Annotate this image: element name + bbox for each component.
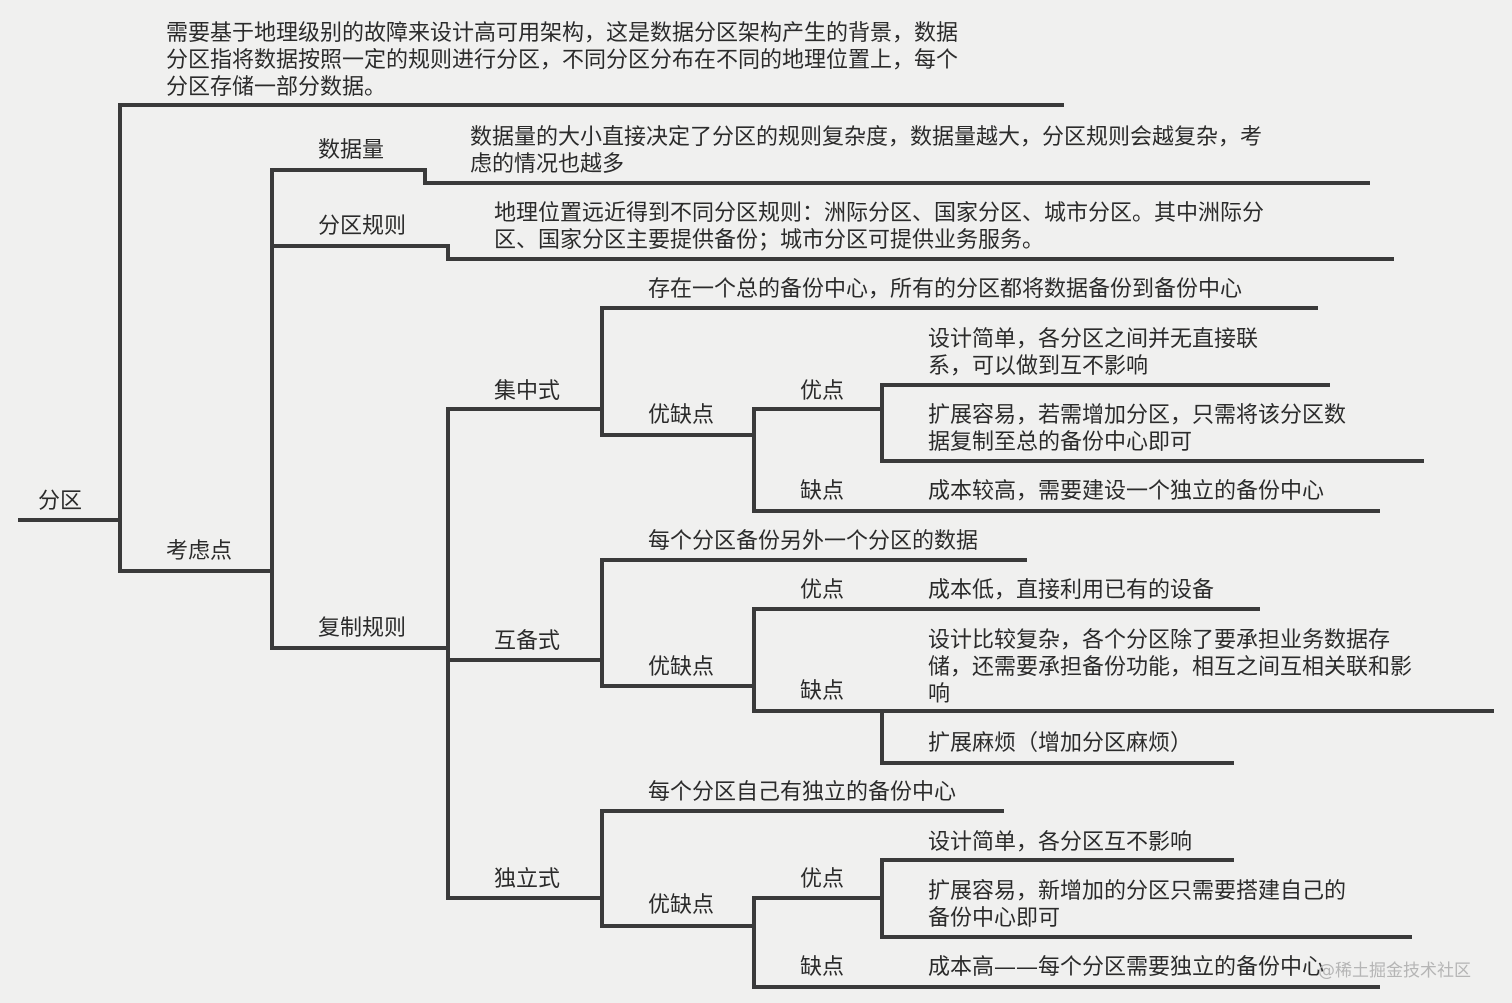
partition-rule-node: 分区规则 [318,214,407,239]
independent-desc: 每个分区自己有独立的备份中心 [648,780,957,805]
mutual-pros-node: 优点 [800,578,845,603]
intro-line-2: 分区指将数据按照一定的规则进行分区，不同分区分布在不同的地理位置上，每个 [166,48,959,73]
centralized-node: 集中式 [494,379,561,404]
centralized-cons-node: 缺点 [800,479,845,504]
partition-rule-note-2: 区、国家分区主要提供备份；城市分区可提供业务服务。 [494,228,1045,253]
centralized-pro-2-line-2: 据复制至总的备份中心即可 [928,430,1193,455]
mutual-desc: 每个分区备份另外一个分区的数据 [648,529,979,554]
centralized-pros-cons-node: 优缺点 [648,403,715,428]
intro-line-1: 需要基于地理级别的故障来设计高可用架构，这是数据分区架构产生的背景，数据 [166,21,959,46]
independent-cons-node: 缺点 [800,955,845,980]
centralized-desc: 存在一个总的备份中心，所有的分区都将数据备份到备份中心 [648,277,1243,302]
independent-pros-node: 优点 [800,867,845,892]
mutual-con-1-line-1: 设计比较复杂，各个分区除了要承担业务数据存 [928,628,1391,653]
watermark: @稀土掘金技术社区 [1318,961,1471,981]
mutual-node: 互备式 [494,629,561,654]
data-volume-node: 数据量 [318,138,385,163]
centralized-pro-2-line-1: 扩展容易，若需增加分区，只需将该分区数 [928,403,1347,428]
partition-rule-note-1: 地理位置远近得到不同分区规则：洲际分区、国家分区、城市分区。其中洲际分 [494,201,1265,226]
root-node: 分区 [38,489,83,514]
replication-rule-node: 复制规则 [318,616,407,641]
independent-pro-2-line-2: 备份中心即可 [928,906,1061,931]
centralized-pros-node: 优点 [800,379,845,404]
mutual-cons-node: 缺点 [800,679,845,704]
mutual-pros-cons-node: 优缺点 [648,655,715,680]
centralized-pro-1-line-1: 设计简单，各分区之间并无直接联 [928,327,1259,352]
mutual-con-1-line-3: 响 [928,682,951,707]
mutual-pro: 成本低，直接利用已有的设备 [928,578,1215,603]
mutual-con-1-line-2: 储，还需要承担备份功能，相互之间互相关联和影 [928,655,1413,680]
considerations-node: 考虑点 [166,539,233,564]
independent-con: 成本高——每个分区需要独立的备份中心 [928,955,1325,980]
data-volume-note-1: 数据量的大小直接决定了分区的规则复杂度，数据量越大，分区规则会越复杂，考 [470,125,1263,150]
independent-node: 独立式 [494,867,561,892]
centralized-pro-1-line-2: 系，可以做到互不影响 [928,354,1149,379]
data-volume-note-2: 虑的情况也越多 [470,152,625,177]
intro-line-3: 分区存储一部分数据。 [166,75,387,100]
independent-pro-1: 设计简单，各分区互不影响 [928,830,1193,855]
independent-pros-cons-node: 优缺点 [648,893,715,918]
centralized-con: 成本较高，需要建设一个独立的备份中心 [928,479,1325,504]
independent-pro-2-line-1: 扩展容易，新增加的分区只需要搭建自己的 [928,879,1347,904]
mutual-con-2: 扩展麻烦（增加分区麻烦） [928,731,1193,756]
